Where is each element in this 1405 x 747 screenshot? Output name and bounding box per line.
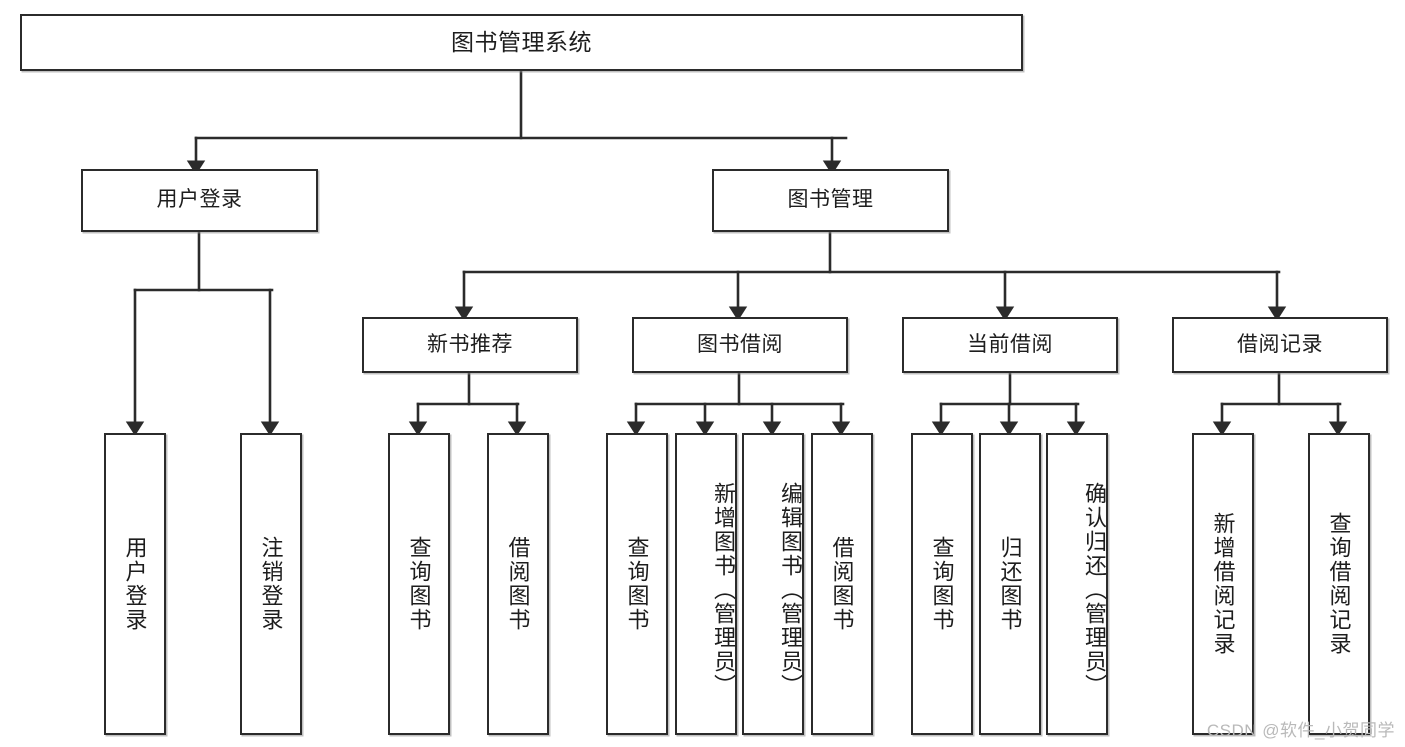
leaf-confirm-return[interactable]: 确认归还（管理员） (1046, 433, 1108, 735)
node-label: 图书管理系统 (451, 28, 592, 55)
node-root-system[interactable]: 图书管理系统 (20, 14, 1023, 71)
node-new-book-recommend[interactable]: 新书推荐 (362, 317, 578, 373)
node-label: 图书借阅 (697, 332, 783, 356)
leaf-query-book-recommend[interactable]: 查询图书 (388, 433, 450, 735)
node-label: 查询图书 (406, 536, 432, 632)
node-label: 借阅图书 (829, 536, 855, 632)
node-label: 查询图书 (624, 536, 650, 632)
leaf-edit-book[interactable]: 编辑图书（管理员） (742, 433, 804, 735)
node-borrow-record[interactable]: 借阅记录 (1172, 317, 1388, 373)
node-label: 用户登录 (122, 536, 148, 632)
node-book-manage[interactable]: 图书管理 (712, 169, 949, 232)
leaf-return-book[interactable]: 归还图书 (979, 433, 1041, 735)
leaf-query-borrow-record[interactable]: 查询借阅记录 (1308, 433, 1370, 735)
node-label: 新书推荐 (427, 332, 513, 356)
node-label: 用户登录 (156, 188, 243, 212)
leaf-borrow-book-recommend[interactable]: 借阅图书 (487, 433, 549, 735)
node-label: 查询图书 (929, 536, 955, 632)
leaf-user-logout[interactable]: 注销登录 (240, 433, 302, 735)
node-book-borrow[interactable]: 图书借阅 (632, 317, 848, 373)
node-label: 图书管理 (787, 188, 874, 212)
node-label: 借阅图书 (505, 536, 531, 632)
leaf-borrow-book[interactable]: 借阅图书 (811, 433, 873, 735)
leaf-add-book[interactable]: 新增图书（管理员） (675, 433, 737, 735)
leaf-query-book-borrow[interactable]: 查询图书 (606, 433, 668, 735)
node-label: 归还图书 (997, 536, 1023, 632)
node-label: 编辑图书（管理员） (778, 482, 803, 698)
node-label: 查询借阅记录 (1326, 512, 1352, 656)
leaf-add-borrow-record[interactable]: 新增借阅记录 (1192, 433, 1254, 735)
node-user-login[interactable]: 用户登录 (81, 169, 318, 232)
node-label: 新增图书（管理员） (711, 482, 736, 698)
leaf-query-book-current[interactable]: 查询图书 (911, 433, 973, 735)
csdn-watermark: CSDN @软件_小贺同学 (1206, 721, 1395, 740)
node-label: 借阅记录 (1237, 332, 1323, 356)
node-label: 确认归还（管理员） (1082, 482, 1107, 698)
leaf-user-login[interactable]: 用户登录 (104, 433, 166, 735)
node-label: 新增借阅记录 (1210, 512, 1236, 656)
node-label: 当前借阅 (967, 332, 1053, 356)
node-current-borrow[interactable]: 当前借阅 (902, 317, 1118, 373)
node-label: 注销登录 (258, 536, 284, 632)
